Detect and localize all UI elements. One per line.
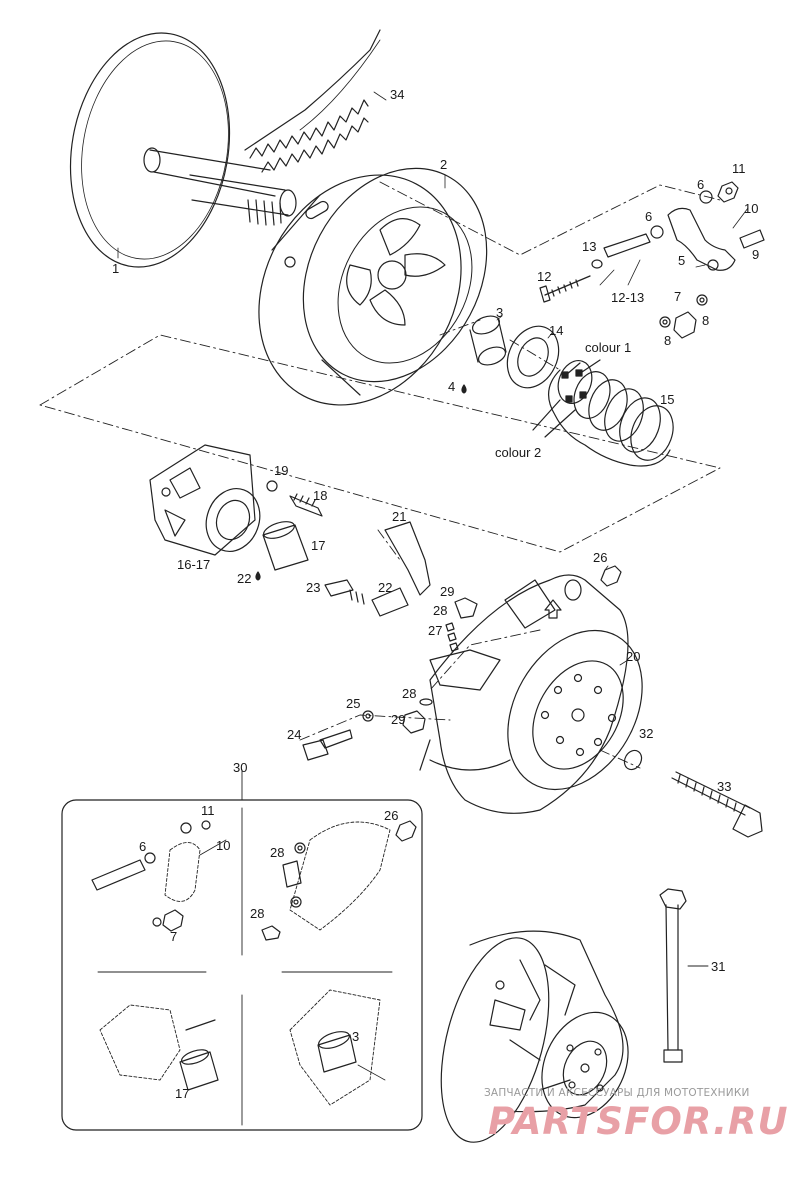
spring-and-seal xyxy=(461,315,674,467)
callout-23: 23 xyxy=(306,580,321,595)
callout-10: 10 xyxy=(216,838,231,853)
guide-lines xyxy=(39,181,721,769)
callout-32: 32 xyxy=(639,726,654,741)
callout-31: 31 xyxy=(711,959,726,974)
callout-29: 29 xyxy=(391,712,406,727)
callout-1: 1 xyxy=(112,261,120,276)
callout-colour-2: colour 2 xyxy=(495,445,542,460)
callout-19: 19 xyxy=(274,463,289,478)
callout-26: 26 xyxy=(384,808,399,823)
callout-5: 5 xyxy=(678,253,686,268)
spider-part xyxy=(149,444,323,581)
callout-6: 6 xyxy=(697,177,705,192)
callout-16-17: 16-17 xyxy=(177,557,211,572)
watermark-tagline: ЗАПЧАСТИ И АКСЕССУАРЫ ДЛЯ МОТОТЕХНИКИ xyxy=(484,1087,750,1099)
callout-7: 7 xyxy=(170,929,178,944)
long-bolt-part xyxy=(659,888,709,1063)
assembled-pulley xyxy=(440,930,629,1143)
callout-8: 8 xyxy=(702,313,710,328)
watermark-logo: PARTSFOR.RU xyxy=(488,1100,789,1143)
callout-21: 21 xyxy=(392,509,407,524)
callout-11: 11 xyxy=(201,803,215,818)
drive-belt-part xyxy=(244,29,387,173)
callout-27: 27 xyxy=(428,623,443,638)
callout-3: 3 xyxy=(496,305,504,320)
movable-sheave-part xyxy=(258,167,488,406)
callout-22: 22 xyxy=(237,571,252,586)
callout-8: 8 xyxy=(664,333,672,348)
callout-28: 28 xyxy=(250,906,265,921)
callout-29: 29 xyxy=(440,584,455,599)
callout-28: 28 xyxy=(270,845,285,860)
callout-30: 30 xyxy=(233,760,248,775)
callout-13: 13 xyxy=(582,239,597,254)
callout-colour-1: colour 1 xyxy=(585,340,632,355)
callout-17: 17 xyxy=(311,538,326,553)
callout-20: 20 xyxy=(626,649,641,664)
callout-14: 14 xyxy=(549,323,564,338)
fixed-sheave-part xyxy=(69,32,297,268)
service-kit-box xyxy=(61,769,423,1131)
callout-7: 7 xyxy=(674,289,682,304)
callout-6: 6 xyxy=(645,209,653,224)
callout-24: 24 xyxy=(287,727,302,742)
callout-26: 26 xyxy=(593,550,608,565)
callout-10: 10 xyxy=(744,201,759,216)
callout-4: 4 xyxy=(448,379,456,394)
callout-3: 3 xyxy=(352,1029,360,1044)
callout-12-13: 12-13 xyxy=(611,290,645,305)
pulley-body-part xyxy=(302,521,763,838)
callout-22: 22 xyxy=(378,580,393,595)
callout-6: 6 xyxy=(139,839,147,854)
arm-assembly xyxy=(539,181,765,339)
callout-17: 17 xyxy=(175,1086,190,1101)
callout-25: 25 xyxy=(346,696,361,711)
callout-11: 11 xyxy=(732,161,746,176)
callout-9: 9 xyxy=(752,247,760,262)
callout-18: 18 xyxy=(313,488,328,503)
callout-28: 28 xyxy=(402,686,417,701)
callout-28: 28 xyxy=(433,603,448,618)
callout-15: 15 xyxy=(660,392,675,407)
callout-12: 12 xyxy=(537,269,552,284)
callout-2: 2 xyxy=(440,157,448,172)
callout-34: 34 xyxy=(390,87,405,102)
callout-33: 33 xyxy=(717,779,732,794)
